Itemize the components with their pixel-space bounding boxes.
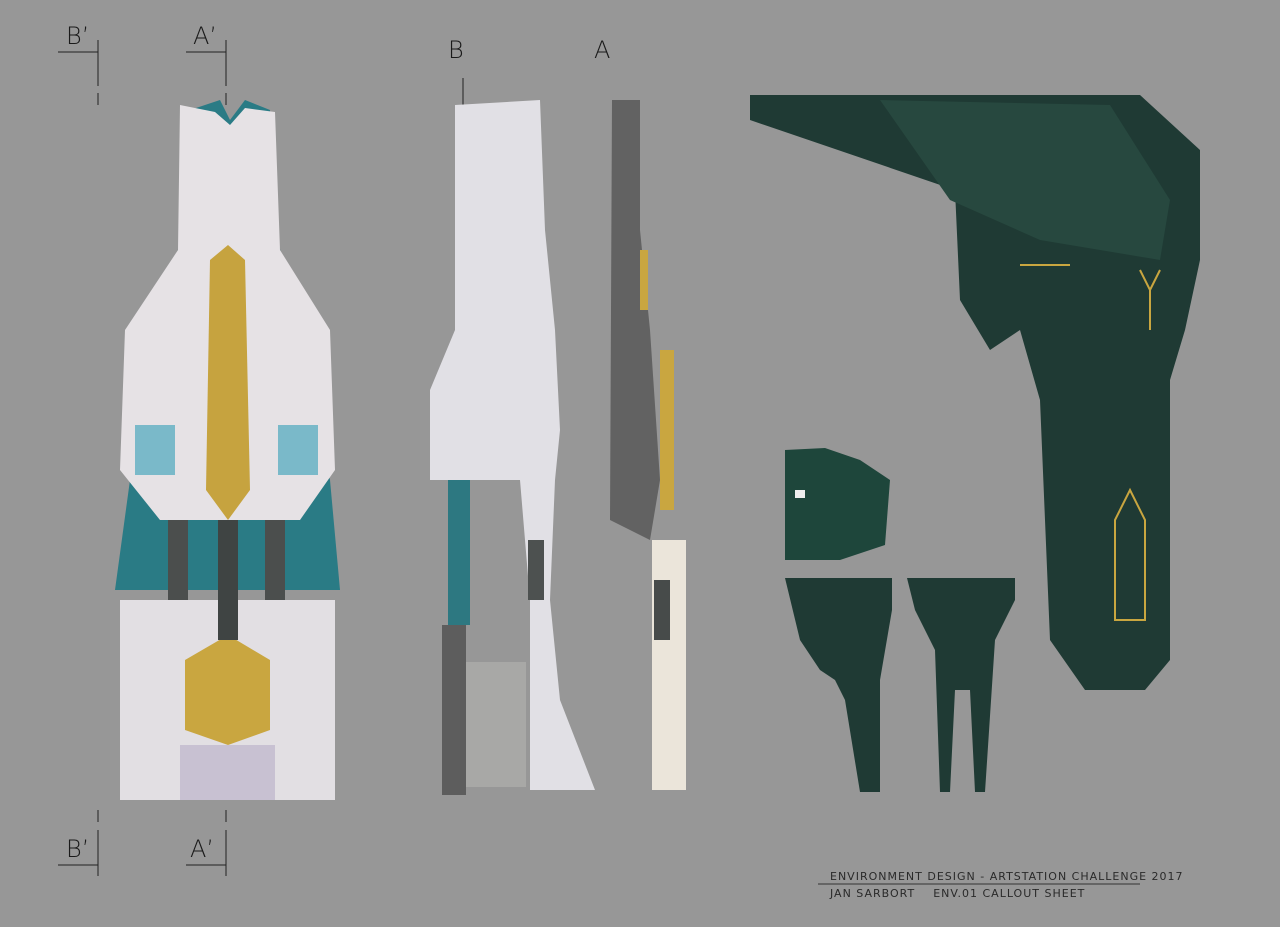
label-a: A — [594, 36, 611, 64]
detail-piece-right — [907, 578, 1015, 792]
section-b — [430, 100, 595, 795]
front-elevation — [115, 100, 340, 800]
label-b-prime-bottom: B’ — [66, 835, 90, 863]
label-b: B — [448, 36, 464, 64]
overhang-structure — [750, 95, 1200, 690]
caption-title: ENVIRONMENT DESIGN - ARTSTATION CHALLENG… — [830, 870, 1184, 883]
label-a-prime-bottom: A’ — [190, 835, 215, 863]
caption-subtitle: JAN SARBORT ENV.01 CALLOUT SHEET — [830, 887, 1086, 900]
section-a — [610, 100, 686, 790]
detail-piece-top — [785, 448, 890, 560]
label-b-prime-top: B’ — [66, 22, 90, 50]
detail-piece-left — [785, 578, 892, 792]
label-a-prime-top: A’ — [193, 22, 218, 50]
